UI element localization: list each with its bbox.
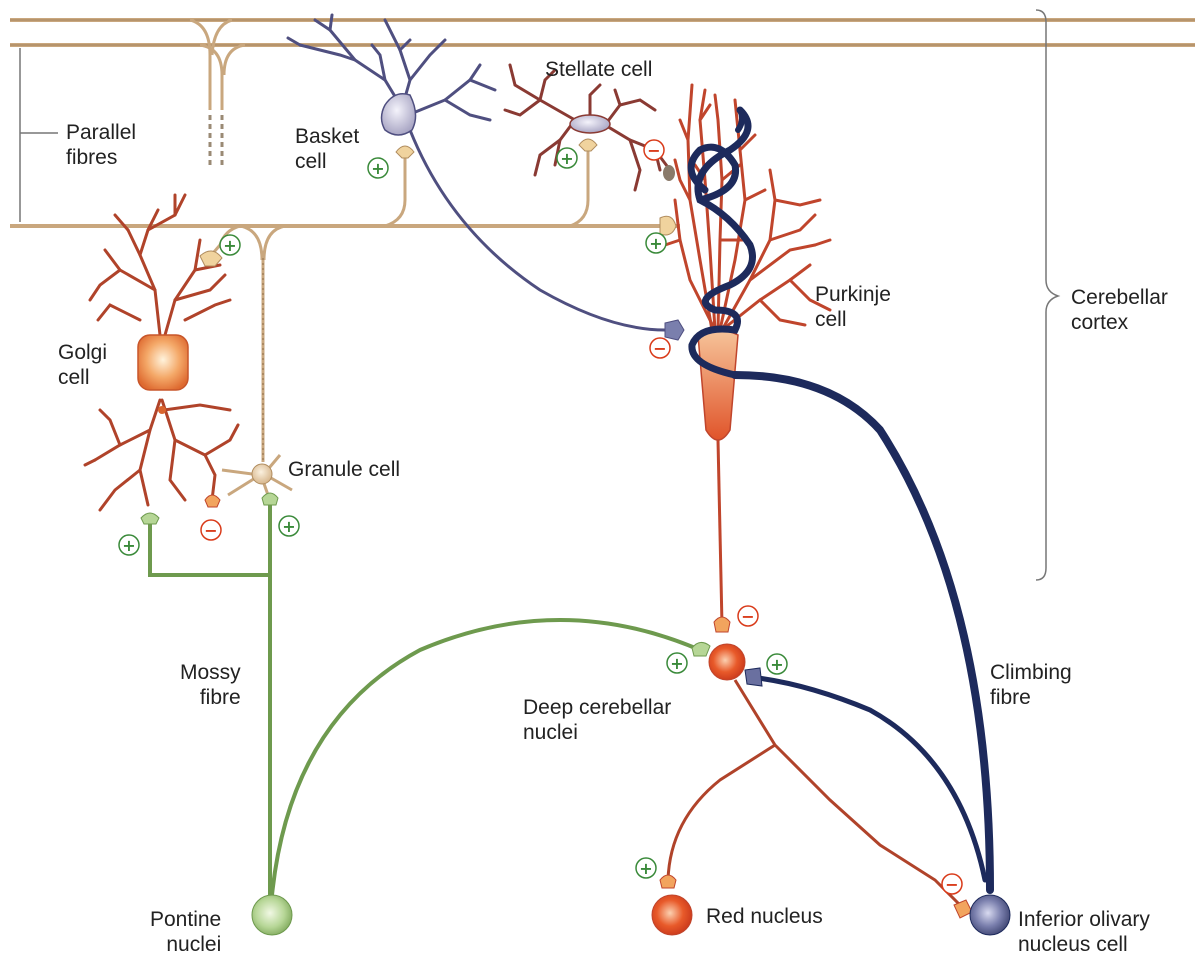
- label-stellate-cell: Stellate cell: [545, 57, 652, 82]
- deep-cerebellar-nuclei-cell: [709, 644, 745, 680]
- climbing-fibre: [691, 110, 990, 890]
- dcn-red-nucleus-terminal: [660, 875, 676, 888]
- minus-sign-olive-label: −: [945, 875, 958, 894]
- label-parallel-fibres: Parallel fibres: [66, 120, 136, 170]
- parallel-fibres: [10, 20, 1195, 260]
- dcn-outputs: [668, 680, 960, 905]
- minus-sign-olive: −: [942, 874, 962, 894]
- cerebellar-cortex-bracket: [1036, 10, 1058, 580]
- plus-sign-mossy-golgi-label: +: [122, 536, 135, 555]
- plus-sign-purkinje-parallel-label: +: [649, 234, 662, 253]
- label-red-nucleus: Red nucleus: [706, 904, 823, 929]
- label-granule-cell: Granule cell: [288, 457, 400, 482]
- plus-sign-climbing-dcn: +: [767, 654, 787, 674]
- label-mossy-fibre: Mossy fibre: [180, 660, 241, 710]
- plus-sign-purkinje-parallel: +: [646, 233, 666, 253]
- minus-sign-stellate: −: [644, 140, 664, 160]
- plus-sign-basket: +: [368, 158, 388, 178]
- golgi-soma: [138, 335, 188, 390]
- purkinje-axon: [718, 440, 722, 625]
- plus-sign-mossy-dcn-label: +: [670, 654, 683, 673]
- plus-sign-climbing-dcn-label: +: [770, 655, 783, 674]
- label-deep-cerebellar-nuclei: Deep cerebellar nuclei: [523, 695, 671, 745]
- minus-sign-purkinje-dcn-label: −: [741, 607, 754, 626]
- purkinje-terminal: [714, 617, 730, 632]
- minus-sign-golgi-granule: −: [201, 520, 221, 540]
- label-inferior-olivary: Inferior olivary nucleus cell: [1018, 907, 1150, 957]
- plus-sign-basket-label: +: [371, 159, 384, 178]
- plus-sign-mossy-dcn: +: [667, 653, 687, 673]
- plus-sign-golgi-parallel: +: [220, 235, 240, 255]
- mossy-terminal-golgi: [141, 513, 159, 524]
- minus-sign-golgi-granule-label: −: [204, 521, 217, 540]
- mossy-terminal-dcn: [692, 642, 710, 656]
- climbing-fibre-dcn-terminal: [745, 668, 762, 686]
- plus-sign-stellate-label: +: [560, 149, 573, 168]
- golgi-axon-hillock: [158, 406, 166, 414]
- pontine-nuclei-cell: [252, 895, 292, 935]
- parallel-fibre-synapses: [200, 139, 676, 266]
- plus-sign-stellate: +: [557, 148, 577, 168]
- label-cerebellar-cortex: Cerebellar cortex: [1071, 285, 1168, 335]
- minus-sign-basket-purkinje-label: −: [653, 339, 666, 358]
- plus-sign-golgi-parallel-label: +: [223, 236, 236, 255]
- plus-sign-mossy-golgi: +: [119, 535, 139, 555]
- red-nucleus-cell: [652, 895, 692, 935]
- label-basket-cell: Basket cell: [295, 124, 359, 174]
- parallel-fibres-bracket: [20, 48, 58, 222]
- label-climbing-fibre: Climbing fibre: [990, 660, 1072, 710]
- inferior-olivary-cell: [970, 895, 1010, 935]
- plus-sign-red-nucleus-label: +: [639, 859, 652, 878]
- minus-sign-purkinje-dcn: −: [738, 606, 758, 626]
- label-pontine-nuclei: Pontine nuclei: [150, 907, 221, 957]
- label-golgi-cell: Golgi cell: [58, 340, 107, 390]
- minus-sign-basket-purkinje: −: [650, 338, 670, 358]
- plus-sign-mossy-granule: +: [279, 516, 299, 536]
- plus-sign-red-nucleus: +: [636, 858, 656, 878]
- mossy-terminal-granule: [262, 493, 278, 505]
- plus-sign-mossy-granule-label: +: [282, 517, 295, 536]
- label-purkinje-cell: Purkinje cell: [815, 282, 891, 332]
- stellate-cell: [505, 65, 675, 190]
- golgi-terminal: [205, 495, 220, 507]
- minus-sign-stellate-label: −: [647, 141, 660, 160]
- sign-markers: + + − + + − − +: [119, 140, 962, 894]
- purkinje-soma: [698, 330, 738, 440]
- granule-cell: [222, 258, 292, 495]
